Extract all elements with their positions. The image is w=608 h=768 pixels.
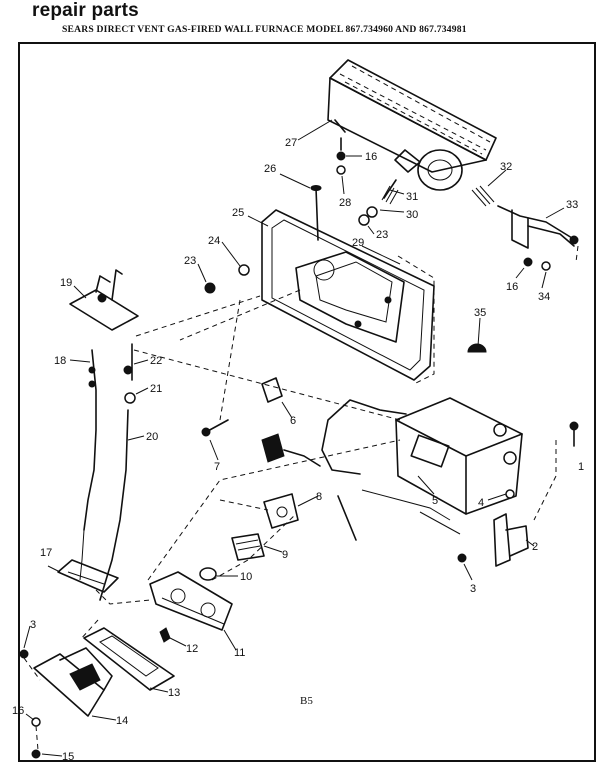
label-19: 19 (60, 277, 72, 289)
label-26: 26 (264, 163, 276, 175)
label-18: 18 (54, 355, 66, 367)
gasket-13-part (83, 627, 175, 691)
screw-15-part (31, 749, 41, 759)
label-4: 4 (478, 497, 484, 509)
burner-clip-part (336, 137, 346, 175)
screw-1-part (569, 421, 579, 447)
page-title: repair parts (32, 0, 139, 21)
sight-assembly-part (33, 647, 113, 717)
label-14: 14 (116, 715, 128, 727)
plate-8-hole (276, 506, 288, 518)
label-1: 1 (578, 461, 584, 473)
bracket-6-part (261, 377, 283, 403)
plate-8-part (263, 493, 299, 529)
screw-3-right-part (457, 553, 467, 563)
screw-1-path (533, 440, 557, 521)
label-28: 28 (339, 197, 351, 209)
label-16c: 16 (12, 705, 24, 717)
burner-part (327, 59, 497, 191)
orifice-spring-32-part (471, 185, 495, 207)
label-11: 11 (234, 647, 245, 659)
pilot-tube-part (99, 343, 136, 601)
screw-23a-part (204, 282, 216, 294)
label-24: 24 (208, 235, 220, 247)
label-13: 13 (168, 687, 180, 699)
label-30: 30 (406, 209, 418, 221)
pilot-bracket-part (69, 269, 139, 331)
orifice-bracket-part (497, 205, 579, 263)
screw-3-left-part (19, 649, 29, 659)
diagram-frame (18, 42, 596, 762)
grommet-part (467, 343, 487, 353)
window-9-shade (235, 539, 261, 551)
label-15: 15 (62, 751, 74, 763)
label-27: 27 (285, 137, 297, 149)
pilot-shield-part (57, 559, 119, 593)
diagram-subtitle: SEARS DIRECT VENT GAS-FIRED WALL FURNACE… (62, 24, 467, 35)
label-22: 22 (150, 355, 162, 367)
label-23b: 23 (376, 229, 388, 241)
label-16b: 16 (506, 281, 518, 293)
label-20: 20 (146, 431, 158, 443)
sight-plate-part (149, 571, 233, 631)
window-9-part (231, 533, 265, 561)
thermocouple-part (79, 349, 97, 581)
label-3a: 3 (30, 619, 36, 631)
gas-valve-part (321, 397, 523, 541)
combustion-chamber-panel-part (261, 209, 435, 381)
label-6: 6 (290, 415, 296, 427)
grommet-10-part (199, 567, 217, 581)
spacer-4-part (505, 489, 515, 499)
screw-24-part (238, 264, 250, 276)
label-7: 7 (214, 461, 220, 473)
screw-23b-part (358, 214, 370, 226)
label-5: 5 (432, 495, 438, 507)
clip-12-part (159, 627, 171, 643)
label-31: 31 (406, 191, 418, 203)
callout-leaders (23, 119, 565, 757)
label-29: 29 (352, 237, 364, 249)
label-34: 34 (538, 291, 550, 303)
valve-bracket-part (493, 513, 529, 567)
gasket-part (397, 255, 435, 385)
label-32: 32 (500, 161, 512, 173)
label-35: 35 (474, 307, 486, 319)
label-12: 12 (186, 643, 198, 655)
label-9: 9 (282, 549, 288, 561)
washer-34-part (541, 261, 551, 271)
nut-16-part (523, 257, 533, 267)
screw-7-part (201, 419, 229, 437)
label-21: 21 (150, 383, 162, 395)
assembly-lines (23, 289, 401, 751)
label-23a: 23 (184, 255, 196, 267)
label-17: 17 (40, 547, 52, 559)
label-33: 33 (566, 199, 578, 211)
page-label: B5 (300, 695, 313, 707)
label-3b: 3 (470, 583, 476, 595)
label-25: 25 (232, 207, 244, 219)
label-16a: 16 (365, 151, 377, 163)
label-8: 8 (316, 491, 322, 503)
igniter-part (261, 433, 321, 467)
label-2: 2 (532, 541, 538, 553)
orifice-spring-part (366, 179, 399, 218)
mounting-screw-part (310, 185, 322, 241)
label-10: 10 (240, 571, 252, 583)
